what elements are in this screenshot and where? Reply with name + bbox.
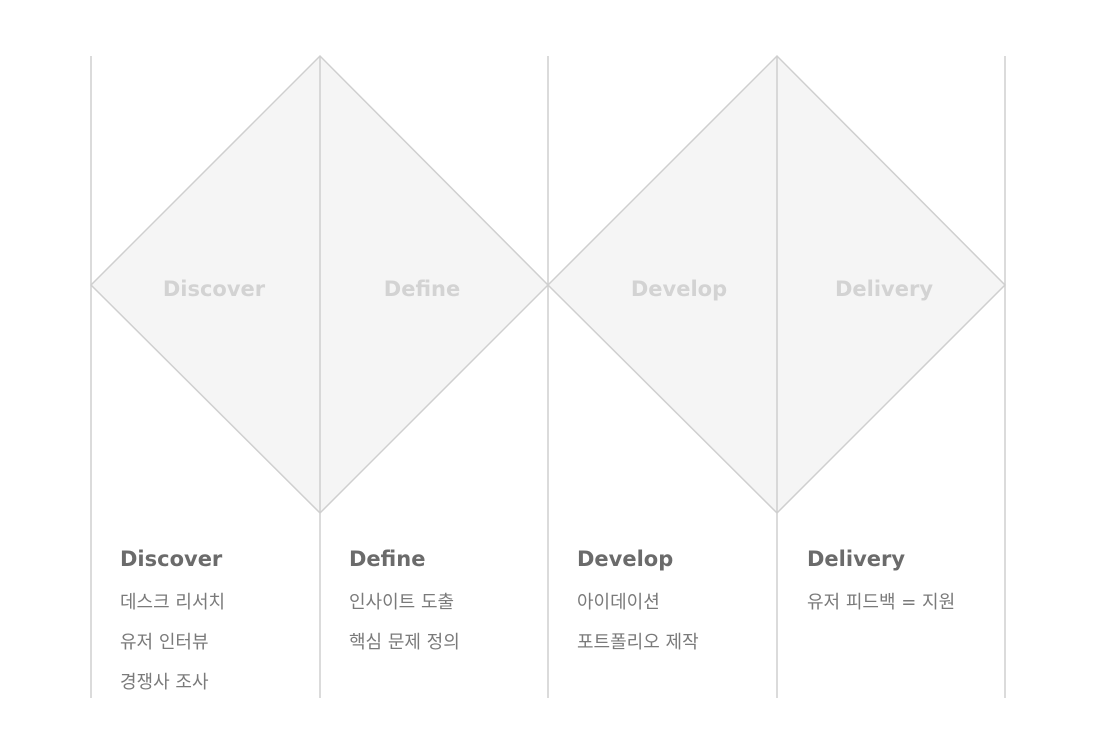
column-item-list: 유저 피드백 = 지원	[807, 592, 955, 632]
column-item-list: 인사이트 도출 핵심 문제 정의	[349, 592, 460, 672]
column-item-list: 아이데이션 포트폴리오 제작	[577, 592, 699, 672]
column-heading: Develop	[577, 547, 674, 571]
list-item: 경쟁사 조사	[120, 672, 209, 693]
phase-label-define: Define	[384, 277, 460, 301]
phase-label-delivery: Delivery	[835, 277, 933, 301]
column-heading: Delivery	[807, 547, 906, 571]
list-item: 유저 인터뷰	[120, 632, 209, 653]
list-item: 유저 피드백 = 지원	[807, 592, 956, 613]
list-item: 핵심 문제 정의	[349, 632, 460, 653]
list-item: 아이데이션	[577, 592, 660, 613]
column-delivery: Delivery 유저 피드백 = 지원	[807, 544, 955, 632]
column-heading: Discover	[120, 547, 223, 571]
column-define: Define 인사이트 도출 핵심 문제 정의	[349, 544, 460, 672]
column-item-list: 데스크 리서치 유저 인터뷰 경쟁사 조사	[120, 592, 225, 712]
phase-label-discover: Discover	[163, 277, 266, 301]
column-develop: Develop 아이데이션 포트폴리오 제작	[577, 544, 699, 672]
column-discover: Discover 데스크 리서치 유저 인터뷰 경쟁사 조사	[120, 544, 225, 712]
list-item: 인사이트 도출	[349, 592, 455, 613]
phase-label-develop: Develop	[631, 277, 727, 301]
column-heading: Define	[349, 547, 426, 571]
list-item: 포트폴리오 제작	[577, 632, 699, 653]
list-item: 데스크 리서치	[120, 592, 226, 613]
